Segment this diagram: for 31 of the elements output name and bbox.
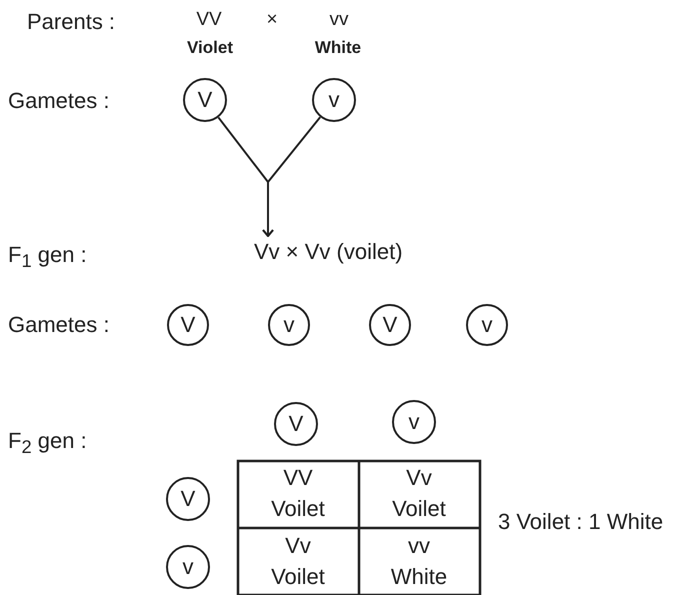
allele-circle: V xyxy=(274,402,318,446)
genotype-text: vv xyxy=(408,533,430,559)
allele-circle: v xyxy=(312,78,356,122)
allele-circle: v xyxy=(166,545,210,589)
phenotype-text: White xyxy=(314,37,362,59)
cross-sign: × xyxy=(266,8,278,32)
genotype-text: Vv xyxy=(406,465,432,491)
row-label: F$_{1}$ gen : xyxy=(8,242,87,274)
phenotype-text: Voilet xyxy=(271,564,325,590)
row-label: Parents : xyxy=(27,9,116,35)
allele-circle: V xyxy=(183,78,227,122)
genotype-text: VV xyxy=(196,8,222,32)
allele-circle: v xyxy=(268,304,310,346)
phenotype-text: White xyxy=(390,564,448,590)
arrow xyxy=(262,116,321,237)
cross-text: Vv × Vv (voilet) xyxy=(254,238,403,266)
row-label: Gametes : xyxy=(8,312,110,338)
allele-circle: v xyxy=(392,400,436,444)
allele-circle: v xyxy=(466,304,508,346)
allele-circle: V xyxy=(166,477,210,521)
row-label: Gametes : xyxy=(8,88,110,114)
phenotype-text: Voilet xyxy=(271,496,325,522)
phenotype-text: Violet xyxy=(187,37,233,59)
phenotype-text: Voilet xyxy=(392,496,446,522)
ratio-text: 3 Voilet : 1 White xyxy=(498,509,664,535)
allele-circle: V xyxy=(167,304,209,346)
row-label: F$_{2}$ gen : xyxy=(8,428,87,460)
genotype-text: VV xyxy=(283,465,313,491)
genotype-text: Vv xyxy=(285,533,311,559)
allele-circle: V xyxy=(369,304,411,346)
genotype-text: vv xyxy=(330,8,348,32)
